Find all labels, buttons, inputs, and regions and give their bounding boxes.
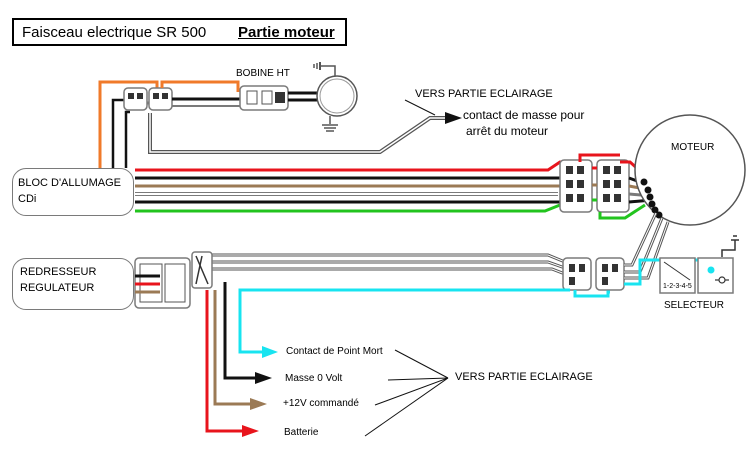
cdi-box [12, 168, 134, 216]
connector-engine-left [559, 159, 593, 213]
contact-masse-label-2: arrêt du moteur [466, 124, 549, 138]
diagram-subtitle: Partie moteur [238, 24, 335, 41]
connector-cdi-top [123, 80, 173, 111]
selector-box [659, 235, 739, 294]
pointer-line-2 [387, 377, 449, 381]
coil-ground-bottom [322, 116, 338, 132]
regulator-connector [134, 251, 213, 309]
wire-black-masse [223, 282, 262, 380]
cdi-label-2: CDi [18, 193, 37, 205]
cdi-label-1: BLOC D'ALLUMAGE [18, 177, 121, 189]
wire-cyan-to-point-mort [238, 288, 570, 354]
selector-gears-label: 1-2-3-4-5 [663, 283, 692, 290]
pointer-line-4 [364, 377, 449, 437]
point-mort-label: Contact de Point Mort [286, 346, 383, 357]
connector-engine-right [596, 159, 630, 213]
arrow-engine-kill [445, 112, 462, 124]
connector-lower-left [562, 257, 592, 291]
batterie-label: Batterie [284, 427, 319, 438]
coil-ground-top [313, 62, 336, 76]
selector-label: SELECTEUR [664, 300, 725, 311]
regulator-label-1: REDRESSEUR [20, 266, 97, 278]
contact-masse-label-1: contact de masse pour [463, 108, 585, 122]
wire-red-batterie [205, 290, 250, 433]
wire-green-main [135, 203, 561, 213]
wire-bundle-lower-3 [205, 267, 566, 276]
plus12-label: +12V commandé [283, 398, 359, 409]
wire-lower-to-engine-1 [624, 212, 658, 267]
wire-bundle-lower-2 [205, 260, 566, 270]
vers-eclairage-bottom-label: VERS PARTIE ECLAIRAGE [455, 371, 593, 383]
title-box: Faisceau electrique SR 500 Partie moteur [12, 18, 347, 46]
masse-label: Masse 0 Volt [285, 373, 343, 384]
pointer-line-3 [374, 377, 449, 406]
wire-black-cdi-connector-2 [124, 110, 130, 168]
wire-red-main [135, 160, 582, 172]
engine-terminals [640, 178, 663, 219]
wire-black-cdi-connector-1 [111, 98, 124, 168]
regulator-label-2: REGULATEUR [20, 282, 95, 294]
wire-brown-12v [213, 290, 258, 406]
vers-eclairage-top-label: VERS PARTIE ECLAIRAGE [415, 88, 553, 100]
engine-label: MOTEUR [671, 142, 715, 153]
regulator-box [12, 258, 134, 310]
coil-label: BOBINE HT [236, 68, 290, 79]
engine-circle [634, 114, 746, 226]
diagram-title: Faisceau electrique SR 500 [22, 24, 207, 41]
connector-lower-right [595, 257, 625, 291]
pointer-line-1 [394, 349, 449, 379]
wire-green-engine [598, 203, 646, 220]
ignition-coil [316, 75, 358, 117]
coil-connector [239, 85, 289, 111]
wire-cyan-neutral [573, 290, 610, 298]
wire-orange-to-coil [170, 80, 240, 92]
